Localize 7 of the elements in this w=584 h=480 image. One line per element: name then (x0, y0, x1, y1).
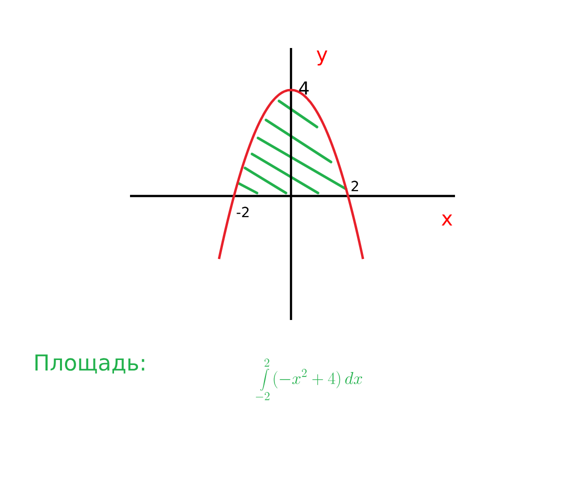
axis-label: x (442, 214, 452, 226)
area-label: Площадь: (35, 354, 144, 374)
tick-label: -2 (236, 206, 249, 218)
tick-label: 4 (299, 81, 309, 95)
tick-label: 2 (352, 180, 358, 192)
integral-formula: $\int\limits_{-2}^{2}(-x^2+4)\,dx$ (256, 358, 362, 400)
axis-label: y (316, 50, 328, 66)
